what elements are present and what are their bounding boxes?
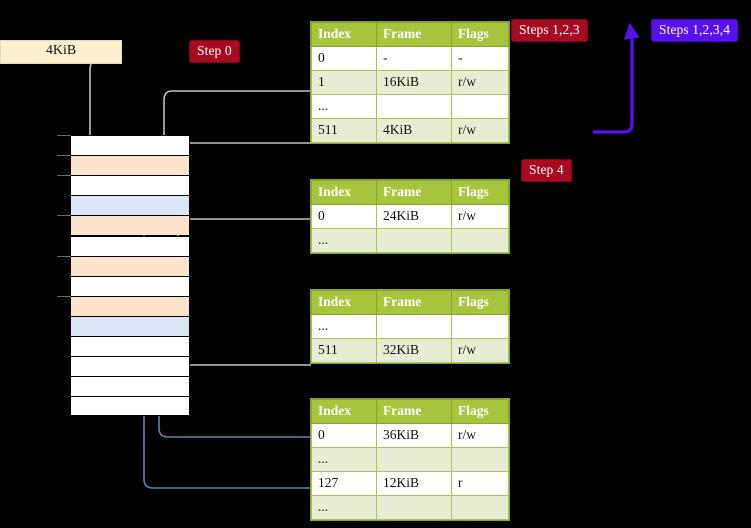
cell-frame xyxy=(376,447,452,472)
cell-frame xyxy=(376,228,452,253)
cell-index: 511 xyxy=(311,118,377,143)
cell-flags: - xyxy=(451,46,509,71)
cell-flags xyxy=(451,94,509,119)
cell-flags xyxy=(451,314,509,339)
cell-flags: r/w xyxy=(451,338,509,363)
cell-frame: 36KiB xyxy=(376,423,452,448)
column-header-frame: Frame xyxy=(376,399,452,424)
table-row: ... xyxy=(311,314,509,339)
memory-frame-row xyxy=(70,255,190,276)
memory-size-label: 4KiB xyxy=(0,40,122,64)
badge-step-0-label: Step 0 xyxy=(197,43,232,58)
badge-steps-1234: Steps 1,2,3,4 xyxy=(651,19,739,42)
table-row: 0-- xyxy=(311,46,509,71)
badge-steps-123-label: Steps 1,2,3 xyxy=(519,22,580,37)
memory-frame-row xyxy=(70,215,190,236)
memory-frame-row xyxy=(70,275,190,296)
table-row: ... xyxy=(311,495,509,520)
badge-step-4-label: Step 4 xyxy=(529,162,564,177)
table-row: ... xyxy=(311,447,509,472)
memory-frame-tick xyxy=(57,175,71,177)
column-header-flags: Flags xyxy=(451,290,509,315)
memory-frame-row xyxy=(70,175,190,196)
cell-index: 0 xyxy=(311,46,377,71)
cell-index: ... xyxy=(311,94,377,119)
memory-frame-row xyxy=(70,396,190,417)
memory-frame-row xyxy=(70,195,190,216)
cell-frame xyxy=(376,495,452,520)
cell-flags xyxy=(451,495,509,520)
badge-step-4: Step 4 xyxy=(521,159,572,182)
cell-frame: 16KiB xyxy=(376,70,452,95)
memory-frame-row xyxy=(70,356,190,377)
column-header-flags: Flags xyxy=(451,399,509,424)
badge-steps-123: Steps 1,2,3 xyxy=(511,19,588,42)
cell-index: 511 xyxy=(311,338,377,363)
memory-frame-row xyxy=(70,376,190,397)
cell-flags: r/w xyxy=(451,204,509,229)
physical-memory-column xyxy=(57,135,190,417)
cell-index: 1 xyxy=(311,70,377,95)
cell-frame: 24KiB xyxy=(376,204,452,229)
column-header-index: Index xyxy=(311,22,377,47)
memory-frame-row xyxy=(70,155,190,176)
column-header-flags: Flags xyxy=(451,180,509,205)
cell-index: 127 xyxy=(311,471,377,496)
cell-flags: r/w xyxy=(451,423,509,448)
memory-frame-row xyxy=(70,235,190,256)
memory-frame-tick xyxy=(57,135,71,136)
cell-flags xyxy=(451,228,509,253)
cell-index: ... xyxy=(311,314,377,339)
cell-frame xyxy=(376,314,452,339)
memory-frame-row xyxy=(70,135,190,156)
cell-index: 0 xyxy=(311,423,377,448)
memory-frame-row xyxy=(70,336,190,357)
cell-frame xyxy=(376,94,452,119)
memory-frame-tick xyxy=(57,255,71,257)
column-header-flags: Flags xyxy=(451,22,509,47)
column-header-frame: Frame xyxy=(376,180,452,205)
cell-flags: r/w xyxy=(451,118,509,143)
cell-index: ... xyxy=(311,447,377,472)
table-row: ... xyxy=(311,94,509,119)
memory-frame-tick xyxy=(57,155,71,157)
cell-frame: 4KiB xyxy=(376,118,452,143)
table-row: ... xyxy=(311,228,509,253)
wire-pml4-511-to-memory xyxy=(173,142,311,158)
memory-frame-row xyxy=(70,295,190,316)
cell-flags xyxy=(451,447,509,472)
column-header-frame: Frame xyxy=(376,22,452,47)
wire-pd-to-memory xyxy=(173,310,311,366)
cell-frame: 32KiB xyxy=(376,338,452,363)
cell-index: ... xyxy=(311,495,377,520)
memory-size-text: 4KiB xyxy=(45,43,77,58)
wire-pdpt-to-memory xyxy=(173,218,311,270)
badge-step-0: Step 0 xyxy=(189,40,240,63)
cell-flags: r xyxy=(451,471,509,496)
cell-index: 0 xyxy=(311,204,377,229)
cell-frame: 12KiB xyxy=(376,471,452,496)
memory-frame-row xyxy=(70,315,190,336)
memory-frame-tick xyxy=(57,215,71,217)
column-header-frame: Frame xyxy=(376,290,452,315)
column-header-index: Index xyxy=(311,290,377,315)
cell-index: ... xyxy=(311,228,377,253)
cell-flags: r/w xyxy=(451,70,509,95)
badge-steps-1234-label: Steps 1,2,3,4 xyxy=(659,22,731,37)
memory-frame-tick xyxy=(57,295,71,297)
column-header-index: Index xyxy=(311,399,377,424)
cell-frame: - xyxy=(376,46,452,71)
column-header-index: Index xyxy=(311,180,377,205)
wire-steps-bracket xyxy=(593,22,640,134)
